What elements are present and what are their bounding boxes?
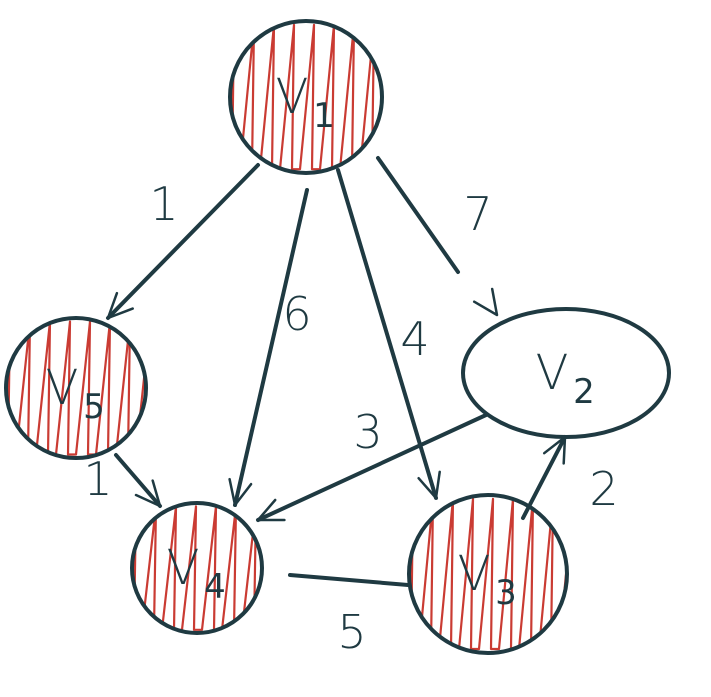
edge-v1-v2 [376,156,499,317]
edge-weight-v2-v4: 3 [353,405,382,459]
hatch-v3 [409,497,567,651]
edge-v1-v4 [228,188,309,507]
node-label: V [276,69,309,125]
edge-weight-v3-v2: 2 [589,462,618,516]
edge-v1-v5 [106,163,260,320]
node-label: V [46,360,79,416]
node-subscript: 2 [573,372,595,412]
arrowhead-icon [472,287,499,317]
edge-v1-v3 [336,168,441,500]
edge-weight-v1-v5: 1 [149,177,178,231]
edge-v4-v3 [288,573,410,587]
arrowhead-icon [228,477,253,507]
edge-weight-v1-v3: 4 [400,312,429,366]
node-subscript: 3 [495,573,517,613]
arrowhead-icon [106,291,134,320]
node-subscript: 5 [83,387,105,427]
edge-weights: 1 6 4 7 1 3 2 5 [83,177,618,659]
edge-weight-v5-v4: 1 [83,452,112,506]
edge-v2-v4 [256,413,488,522]
hatch-v1 [230,23,382,171]
node-label: V [458,546,491,602]
edge-weight-v4-v3: 5 [337,605,366,659]
node-subscript: 1 [313,96,335,136]
edge-v5-v4 [114,453,162,508]
node-label: V [167,540,200,596]
arrowhead-icon [256,498,286,522]
edge-weight-v1-v2: 7 [463,187,492,241]
edge-weight-v1-v4: 6 [282,287,311,341]
node-label: V [536,345,569,401]
arrowhead-icon [417,470,441,500]
edges [106,156,567,587]
arrowhead-icon [134,479,162,508]
node-subscript: 4 [204,567,226,607]
